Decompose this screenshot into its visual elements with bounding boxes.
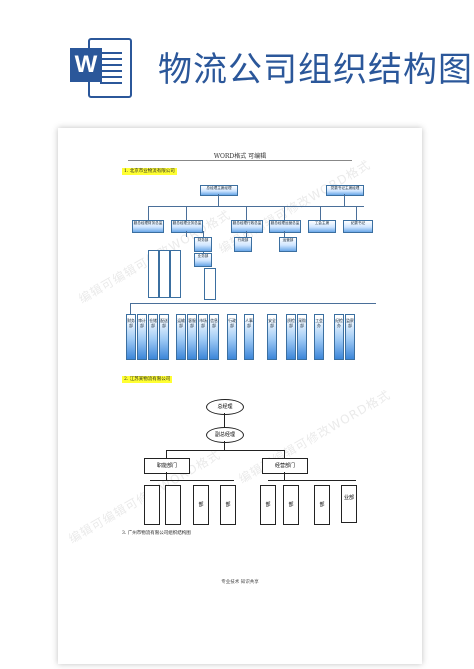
dept-col-7: 市场部 [198,314,208,360]
org-box-union: 工会主席 [308,220,336,233]
org-box-deputy-admin: 副总经理行政总监 [231,220,263,233]
dept-col-6: 客服部 [187,314,197,360]
org-ellipse-deputy: 副总经理 [206,427,244,443]
word-letter: W [70,48,102,82]
dept-box-o4: 业部 [341,485,357,523]
org-box-tall-4 [204,268,216,300]
dept-col-13: 采购部 [297,314,307,360]
page-footer: 专业技术 知识共享 [221,580,259,585]
dept-col-10: 人事部 [244,314,254,360]
org-box-deputy-finance: 副总经理财务总监 [132,220,164,233]
dept-col-8: 信息部 [209,314,219,360]
dept-box-f4: 部 [220,485,236,525]
dept-col-9: 行政部 [227,314,237,360]
org-box-sub-finance: 财务部 [194,237,212,252]
org-box-party-secretary: 党委书记主席经理 [326,185,364,196]
dept-box-f1 [144,485,160,525]
dept-box-o3: 部 [314,485,330,525]
document-page: 编辑可编辑可修改WORD格式 编辑可编辑可修改WORD格式 编辑可编辑可修改WO… [58,128,422,664]
org-box-general-manager: 总经理主席经理 [200,185,238,196]
org-box-functional: 职能部门 [144,458,190,474]
document-title: 物流公司组织结构图 [158,50,473,90]
dept-box-f3: 部 [193,485,209,525]
org-box-tall-2 [159,250,170,298]
page-header-line [128,160,352,161]
dept-col-14: 工会办 [314,314,324,360]
dept-col-1: 财务部 [126,314,136,360]
org-box-tall-1 [148,250,159,298]
dept-col-11: 安全部 [267,314,277,360]
dept-col-3: 仓储部 [148,314,158,360]
dept-col-12: 质检部 [286,314,296,360]
section1-label: 1. 北京市业物流有限公司 [122,168,177,175]
dept-col-5: 运输部 [176,314,186,360]
org-box-sub-operations: 运营部 [279,237,297,252]
org-box-deputy-business: 副总经理业务总监 [171,220,203,233]
dept-box-f2 [165,485,181,525]
dept-col-4: 配送部 [159,314,169,360]
watermark-3: 编辑可编辑可修改WORD格式 [236,387,394,487]
org-box-sub-admin: 行政部 [234,237,252,252]
dept-col-15: 纪检办 [334,314,344,360]
org-box-operating: 经营部门 [262,458,308,474]
section2-caption: 3. 广州市物流有限公司组织结构图 [122,531,191,536]
section2-label: 2. 江苏某物流有限公司 [122,376,173,383]
page-header: WORD格式 可编辑 [213,153,267,160]
dept-box-o2: 部 [283,485,299,525]
word-app-icon: W [70,34,132,100]
dept-col-16: 监察部 [345,314,355,360]
org-ellipse-gm: 总经理 [206,399,244,415]
org-box-tall-3 [170,250,181,298]
dept-box-o1: 部 [260,485,276,525]
org-box-sub-business: 业务部 [194,253,212,267]
org-box-discipline: 纪委书记 [343,220,373,233]
dept-col-2: 审计部 [137,314,147,360]
org-box-deputy-operations: 副总经理运营总监 [269,220,301,233]
